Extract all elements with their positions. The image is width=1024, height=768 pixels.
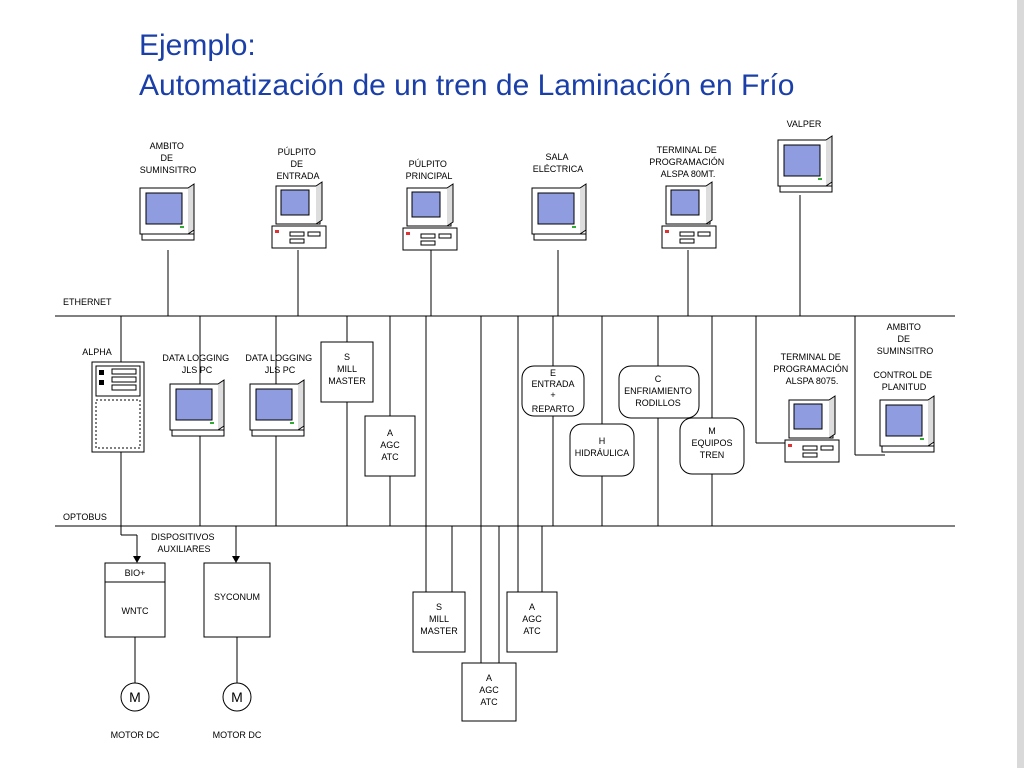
right-edge-strip bbox=[1017, 0, 1024, 768]
ambito-right-label: AMBITO DE SUMINSITRO bbox=[877, 322, 934, 356]
motor-dc-1-label: MOTOR DC bbox=[111, 730, 160, 740]
svg-text:M: M bbox=[129, 689, 141, 705]
motor-dc-2-label: MOTOR DC bbox=[213, 730, 262, 740]
data-logging-2-label: DATA LOGGING JLS PC bbox=[245, 353, 314, 375]
syconum-box: SYCONUM bbox=[203, 562, 271, 638]
server-rack-icon bbox=[91, 361, 145, 453]
monitor-icon bbox=[169, 379, 225, 437]
arrow-down-icon bbox=[232, 556, 240, 563]
wntc-box: BIO+ WNTC bbox=[104, 562, 166, 638]
desktop-computer-icon bbox=[784, 395, 840, 463]
desktop-computer-icon bbox=[402, 183, 458, 251]
ws-valper-label: VALPER bbox=[787, 119, 822, 129]
ws-pulpito-entrada-label: PÚLPITO DE ENTRADA bbox=[276, 147, 319, 181]
alpha-label: ALPHA bbox=[82, 347, 112, 357]
desktop-computer-icon bbox=[271, 181, 327, 249]
svg-text:BIO+: BIO+ bbox=[125, 568, 146, 578]
control-planitud-label: CONTROL DE PLANITUD bbox=[873, 370, 934, 392]
connection-lines bbox=[55, 195, 955, 683]
motor-icon: M bbox=[120, 682, 150, 712]
ws-ambito-label: AMBITO DE SUMINSITRO bbox=[140, 141, 197, 175]
dispositivos-auxiliares-label: DISPOSITIVOS AUXILIARES bbox=[151, 532, 217, 554]
ws-terminal-80mt-label: TERMINAL DE PROGRAMACIÓN ALSPA 80MT. bbox=[649, 145, 727, 179]
slide-title-line1: Ejemplo: bbox=[139, 29, 256, 62]
monitor-icon bbox=[139, 183, 195, 241]
ethernet-label: ETHERNET bbox=[63, 297, 112, 307]
monitor-icon bbox=[249, 379, 305, 437]
svg-text:WNTC: WNTC bbox=[122, 606, 149, 616]
monitor-icon bbox=[531, 183, 587, 241]
motor-icon: M bbox=[222, 682, 252, 712]
data-logging-1-label: DATA LOGGING JLS PC bbox=[162, 353, 231, 375]
slide-title-line2: Automatización de un tren de Laminación … bbox=[139, 69, 795, 102]
monitor-icon bbox=[777, 135, 833, 193]
svg-text:SYCONUM: SYCONUM bbox=[214, 592, 260, 602]
monitor-icon bbox=[879, 395, 935, 453]
terminal-8075-label: TERMINAL DE PROGRAMACIÓN ALSPA 8075. bbox=[773, 352, 851, 386]
svg-text:M: M bbox=[231, 689, 243, 705]
arrow-down-icon bbox=[133, 556, 141, 563]
ws-sala-electrica-label: SALA ELÉCTRICA bbox=[533, 152, 584, 174]
optobus-label: OPTOBUS bbox=[63, 512, 107, 522]
desktop-computer-icon bbox=[661, 181, 717, 249]
ws-pulpito-principal-label: PÚLPITO PRINCIPAL bbox=[406, 159, 453, 181]
